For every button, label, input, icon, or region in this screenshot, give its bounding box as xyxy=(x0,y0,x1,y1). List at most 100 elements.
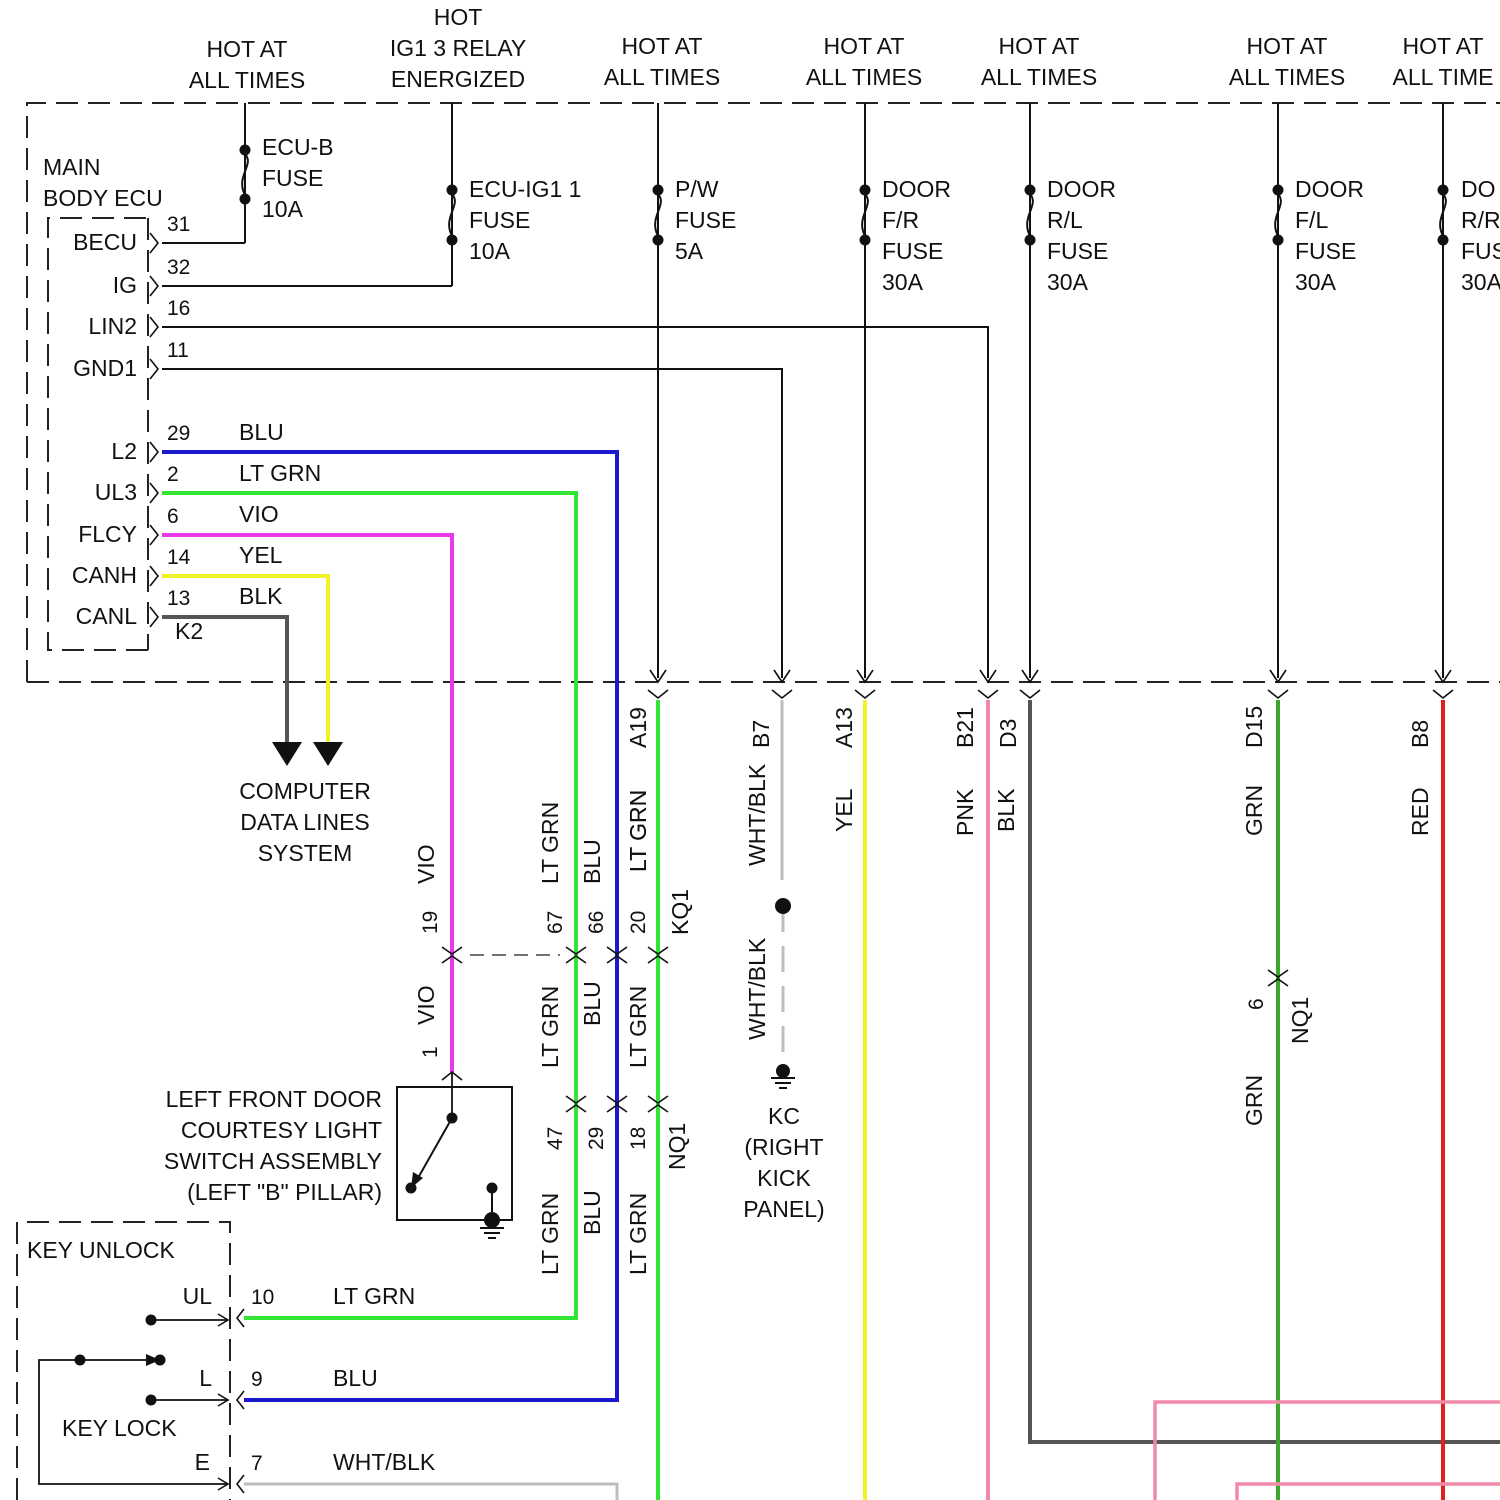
supply-door-fl-label: ALL TIMES xyxy=(1229,64,1345,90)
door-switch-pin: 1 xyxy=(419,1046,442,1058)
ecu-pin-connector xyxy=(150,233,158,253)
fuse-ig1-label: FUSE xyxy=(469,207,530,233)
key-switch-wire-color: BLU xyxy=(333,1365,378,1391)
kq1-pin-number: 19 xyxy=(419,911,442,934)
kc-ground-label: KC xyxy=(768,1103,800,1129)
fuse-ecub-label: 10A xyxy=(262,196,304,222)
output-pin-id: B8 xyxy=(1407,720,1433,748)
key-switch-pin-number: 10 xyxy=(251,1286,274,1309)
ecu-pin-number: 29 xyxy=(167,422,190,445)
ecu-pin-connector xyxy=(150,442,158,462)
ecu-wire-color-label: VIO xyxy=(239,501,279,527)
kc-splice-point xyxy=(775,898,791,914)
ecu-pin-connector xyxy=(150,359,158,379)
nq1-connector-id: NQ1 xyxy=(664,1123,690,1170)
key-switch-connector xyxy=(237,1475,244,1493)
colored-wires xyxy=(162,452,1500,1500)
key-switch-connector xyxy=(237,1391,244,1409)
key-unlock-label: KEY UNLOCK xyxy=(27,1237,176,1263)
fuse-door-fr-label: DOOR xyxy=(882,176,951,202)
fuse-pw-label: FUSE xyxy=(675,207,736,233)
data-lines-label: COMPUTER xyxy=(239,778,371,804)
ecu-pin-label-canl: CANL xyxy=(76,603,138,629)
kc-ground-point xyxy=(776,1064,790,1078)
ecu-pin-number: 32 xyxy=(167,256,190,279)
supply-ig1-label: ENERGIZED xyxy=(391,66,525,92)
ecu-pin-number: 11 xyxy=(167,339,189,362)
fuse-ecub-label: ECU-B xyxy=(262,134,334,160)
door-fl-fuse-terminal xyxy=(1273,235,1284,246)
output-pin-id: B7 xyxy=(748,720,774,748)
fuse-door-fl-label: 30A xyxy=(1295,269,1337,295)
nq1-pin-number: 29 xyxy=(585,1127,608,1150)
key-switch-pin-number: 7 xyxy=(251,1452,263,1475)
output-wire-color: BLK xyxy=(993,788,1019,832)
kq1-pin-number: 67 xyxy=(544,911,567,934)
ecub-fuse-terminal xyxy=(240,194,251,205)
ecu-pin-connector xyxy=(150,525,158,545)
data-lines-label: SYSTEM xyxy=(258,840,353,866)
ecu-pin-label-gnd1: GND1 xyxy=(73,355,137,381)
grn-splice-wire-color: GRN xyxy=(1241,1075,1267,1126)
ecu-pin-label-flcy: FLCY xyxy=(78,521,137,547)
grn-splice-connector-id: NQ1 xyxy=(1287,997,1313,1044)
key-switch-wire-color: WHT/BLK xyxy=(333,1449,436,1475)
output-pin-connector xyxy=(1020,690,1040,698)
kq1-connector-id: KQ1 xyxy=(667,889,693,935)
fuse-ecub-label: FUSE xyxy=(262,165,323,191)
nq1-wire-color: LT GRN xyxy=(537,1193,563,1275)
output-pin-id: D3 xyxy=(995,719,1021,748)
nq1-wire-color: LT GRN xyxy=(625,1193,651,1275)
ecu-pin-number: 2 xyxy=(167,463,179,486)
key-switch-pin-name: E xyxy=(195,1449,210,1475)
kc-ground-label: PANEL) xyxy=(743,1196,824,1222)
kq1-upper-wire-color: VIO xyxy=(413,844,439,884)
ecu-wire-color-label: YEL xyxy=(239,542,283,568)
output-wire-color: PNK xyxy=(952,788,978,836)
output-pin-connector xyxy=(648,690,668,698)
key-switch-pin-name: UL xyxy=(183,1283,213,1309)
fuse-door-fr-label: FUSE xyxy=(882,238,943,264)
supply-door-rl-label: HOT AT xyxy=(999,33,1080,59)
output-pin-connector xyxy=(772,690,792,698)
kc-ground-label: KICK xyxy=(757,1165,811,1191)
key-switch-pin-name: L xyxy=(199,1365,212,1391)
ecu-pin-connector xyxy=(150,317,158,337)
door-rr-fuse-terminal xyxy=(1438,235,1449,246)
key-switch-wire-color: LT GRN xyxy=(333,1283,415,1309)
kq1-upper-wire-color: LT GRN xyxy=(537,802,563,884)
kq1-upper-wire-color: BLU xyxy=(579,839,605,884)
grn-splice-pin: 6 xyxy=(1245,998,1268,1010)
ecu-pin-number: 14 xyxy=(167,546,191,569)
ecu-pin-connector xyxy=(150,483,158,503)
fuse-door-fl-label: FUSE xyxy=(1295,238,1356,264)
output-pin-id: A13 xyxy=(831,707,857,748)
ecu-wire-color-label: BLU xyxy=(239,419,284,445)
supply-door-fr-label: ALL TIMES xyxy=(806,64,922,90)
door-switch-lever xyxy=(418,1118,452,1178)
ecu-wire-color-label: BLK xyxy=(239,583,283,609)
data-line-arrow xyxy=(313,742,343,766)
ecu-pin-label-ul3: UL3 xyxy=(95,479,137,505)
ecu-pin-number: 13 xyxy=(167,587,190,610)
fuse-door-fl-label: F/L xyxy=(1295,207,1328,233)
door-rl-fuse-terminal xyxy=(1025,235,1036,246)
fuse-door-rl-label: DOOR xyxy=(1047,176,1116,202)
kq1-pin-number: 66 xyxy=(585,911,608,934)
supply-door-rr-label: ALL TIME xyxy=(1393,64,1494,90)
fuse-door-rr-label: FUS xyxy=(1461,238,1500,264)
ecu-pin-label-lin2: LIN2 xyxy=(88,313,137,339)
ecu-wire-color-label: LT GRN xyxy=(239,460,321,486)
door-fr-fuse-terminal xyxy=(860,185,871,196)
fuse-door-rl-label: 30A xyxy=(1047,269,1089,295)
door-switch-label: SWITCH ASSEMBLY xyxy=(164,1148,382,1174)
supply-ig1-label: HOT xyxy=(434,4,483,30)
supply-door-fr-label: HOT AT xyxy=(824,33,905,59)
e-wht-blk-wire xyxy=(244,1484,617,1500)
fuse-ig1-label: ECU-IG1 1 xyxy=(469,176,581,202)
ecu-pin-label-ig: IG xyxy=(113,272,137,298)
ig1-fuse-terminal xyxy=(447,235,458,246)
nq1-pin-number: 47 xyxy=(544,1127,567,1150)
data-line-arrow xyxy=(272,742,302,766)
